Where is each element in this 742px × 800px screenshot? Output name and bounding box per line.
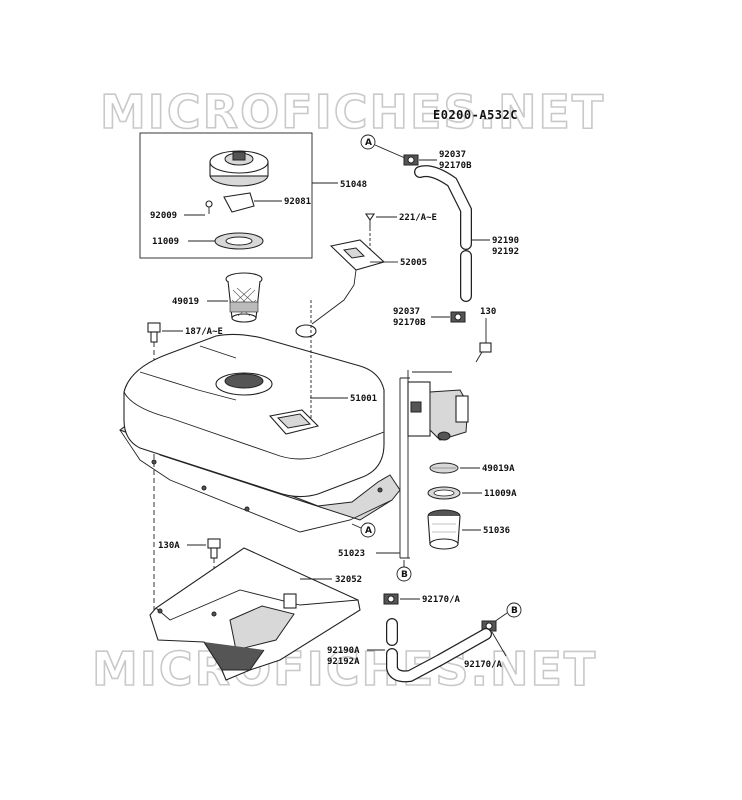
fuel-cap xyxy=(209,150,269,187)
cup-oring xyxy=(427,486,461,500)
label-49019[interactable]: 49019 xyxy=(172,297,199,307)
label-92037-b[interactable]: 92037 xyxy=(393,307,420,317)
label-92009[interactable]: 92009 xyxy=(150,211,177,221)
screw-221 xyxy=(364,213,376,228)
callout-b-lower[interactable] xyxy=(506,602,522,618)
cap-gasket xyxy=(214,232,264,250)
label-51048[interactable]: 51048 xyxy=(340,180,367,190)
cap-assembly-box xyxy=(139,132,313,259)
bolt-130a xyxy=(207,538,221,559)
label-51036[interactable]: 51036 xyxy=(483,526,510,536)
label-51001[interactable]: 51001 xyxy=(350,394,377,404)
cap-plate xyxy=(223,192,255,213)
watermark-bottom: MICROFICHES.NET xyxy=(92,642,597,696)
label-11009[interactable]: 11009 xyxy=(152,237,179,247)
fuel-hose-92190 xyxy=(414,165,472,302)
label-92192[interactable]: 92192 xyxy=(492,247,519,257)
label-92170a-1[interactable]: 92170/A xyxy=(422,595,461,605)
callout-b-mid-label: B xyxy=(401,570,408,580)
label-130a[interactable]: 130A xyxy=(158,541,180,551)
diagram-code: E0200-A532C xyxy=(433,108,518,122)
label-92170a-2[interactable]: 92170/A xyxy=(464,660,503,670)
bolt-187 xyxy=(147,322,161,343)
label-49019a[interactable]: 49019A xyxy=(482,464,515,474)
callout-a-top[interactable] xyxy=(360,134,376,150)
fuel-gauge xyxy=(295,239,386,338)
sediment-cup xyxy=(427,509,461,550)
fuel-cock xyxy=(407,381,469,441)
screw-92009 xyxy=(205,200,213,214)
fuel-hose-92190a xyxy=(386,618,492,683)
clamp-92170a-1 xyxy=(383,593,399,605)
label-221[interactable]: 221/A~E xyxy=(399,213,437,223)
fuel-strainer xyxy=(225,272,263,323)
label-92170b-a[interactable]: 92170B xyxy=(439,161,472,171)
fuel-tank xyxy=(118,333,401,533)
callout-a-top-label: A xyxy=(365,138,372,148)
label-92037-a[interactable]: 92037 xyxy=(439,150,466,160)
label-11009a[interactable]: 11009A xyxy=(484,489,517,499)
label-92170b-b[interactable]: 92170B xyxy=(393,318,426,328)
label-130[interactable]: 130 xyxy=(480,307,496,317)
label-92190[interactable]: 92190 xyxy=(492,236,519,246)
label-187[interactable]: 187/A~E xyxy=(185,327,223,337)
tank-bracket xyxy=(149,547,361,681)
callout-a-mid-label: A xyxy=(365,526,372,536)
label-92190a[interactable]: 92190A xyxy=(327,646,360,656)
callout-a-mid[interactable] xyxy=(360,522,376,538)
label-92081[interactable]: 92081 xyxy=(284,197,311,207)
strainer-screen xyxy=(429,462,459,474)
label-92192a[interactable]: 92192A xyxy=(327,657,360,667)
clamp-92037-top xyxy=(403,154,419,166)
label-51023[interactable]: 51023 xyxy=(338,549,365,559)
callout-b-lower-label: B xyxy=(511,606,518,616)
label-32052[interactable]: 32052 xyxy=(335,575,362,585)
watermark-top: MICROFICHES.NET xyxy=(100,85,605,139)
clamp-92037-lower xyxy=(450,311,466,323)
bolt-130 xyxy=(475,342,492,363)
label-52005[interactable]: 52005 xyxy=(400,258,427,268)
